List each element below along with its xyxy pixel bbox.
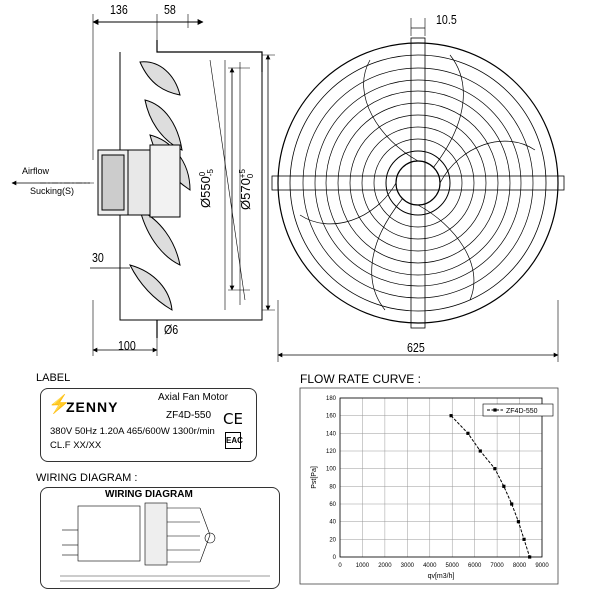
- dim-625: 625: [407, 340, 425, 355]
- chart-title: FLOW RATE CURVE :: [300, 372, 421, 386]
- data-point: [493, 467, 497, 471]
- y-tick-label: 20: [329, 537, 336, 543]
- data-point: [502, 484, 506, 488]
- data-point: [510, 502, 514, 506]
- x-tick-label: 4000: [423, 563, 437, 569]
- x-tick-label: 3000: [401, 563, 415, 569]
- label-heading: LABEL: [36, 372, 71, 384]
- y-tick-label: 40: [329, 520, 336, 526]
- data-point: [516, 520, 521, 524]
- dim-100: 100: [118, 338, 136, 353]
- dia550-main: Ø550: [198, 176, 213, 208]
- dim-136: 136: [110, 2, 128, 17]
- product-name: Axial Fan Motor: [158, 392, 229, 403]
- data-point: [466, 431, 470, 435]
- x-tick-label: 0: [338, 563, 342, 569]
- data-point: [449, 414, 453, 418]
- x-axis-label: qv[m3/h]: [428, 573, 455, 580]
- x-tick-label: 7000: [490, 563, 504, 569]
- y-tick-label: 160: [326, 414, 337, 420]
- y-tick-label: 0: [333, 555, 337, 561]
- wiring-schematic: [60, 502, 270, 582]
- insulation-class: CL.F XX/XX: [50, 440, 102, 451]
- dim-58: 58: [164, 2, 176, 17]
- zenny-logo-icon: ⚡: [48, 394, 71, 414]
- wiring-heading: WIRING DIAGRAM :: [36, 472, 138, 484]
- y-tick-label: 120: [326, 449, 337, 455]
- y-tick-label: 100: [326, 467, 337, 473]
- dim-30: 30: [92, 250, 104, 265]
- dim-6: Ø6: [164, 322, 179, 337]
- legend-box: [482, 403, 554, 417]
- x-tick-label: 5000: [446, 563, 460, 569]
- dia550-sub: -5: [205, 169, 215, 177]
- dia570-sub: 0: [245, 173, 255, 179]
- eac-mark: EAC: [225, 432, 243, 449]
- y-tick-label: 80: [329, 484, 336, 490]
- model-number: ZF4D-550: [166, 410, 212, 421]
- x-tick-label: 2000: [378, 563, 392, 569]
- front-view: [271, 18, 565, 362]
- x-tick-label: 8000: [513, 563, 527, 569]
- chart-frame: [299, 387, 559, 585]
- plot-area: [339, 397, 543, 558]
- dim-10-5: 10.5: [436, 12, 457, 27]
- y-axis-label: Pst[Pa]: [311, 466, 318, 489]
- side-view: [11, 14, 275, 356]
- flow-rate-chart: 0 1000 2000 3000 4000 5000 6000 7000 8000 9000 0 20…: [299, 387, 559, 585]
- y-tick-label: 180: [326, 396, 337, 402]
- data-point: [528, 555, 532, 559]
- dia570-main: Ø570: [238, 178, 253, 210]
- data-point: [478, 449, 482, 453]
- y-tick-label: 140: [326, 431, 337, 437]
- legend-label: ZF4D-550: [506, 408, 538, 415]
- electrical-specs: 380V 50Hz 1.20A 465/600W 1300r/min: [50, 426, 215, 437]
- x-tick-label: 9000: [535, 563, 549, 569]
- data-point: [522, 537, 526, 541]
- series-line: [450, 415, 531, 558]
- nameplate-label: [40, 388, 257, 462]
- brand-name: ZENNY: [66, 399, 119, 415]
- y-tick-label: 60: [329, 502, 336, 508]
- wiring-box-title: WIRING DIAGRAM: [105, 489, 193, 500]
- wiring-diagram-box: [40, 487, 280, 589]
- x-tick-label: 1000: [356, 563, 370, 569]
- ce-mark: CE: [223, 410, 243, 428]
- airflow-label: Airflow: [22, 166, 50, 176]
- legend-marker: [493, 408, 497, 412]
- x-tick-label: 6000: [468, 563, 482, 569]
- sucking-label: Sucking(S): [30, 186, 75, 196]
